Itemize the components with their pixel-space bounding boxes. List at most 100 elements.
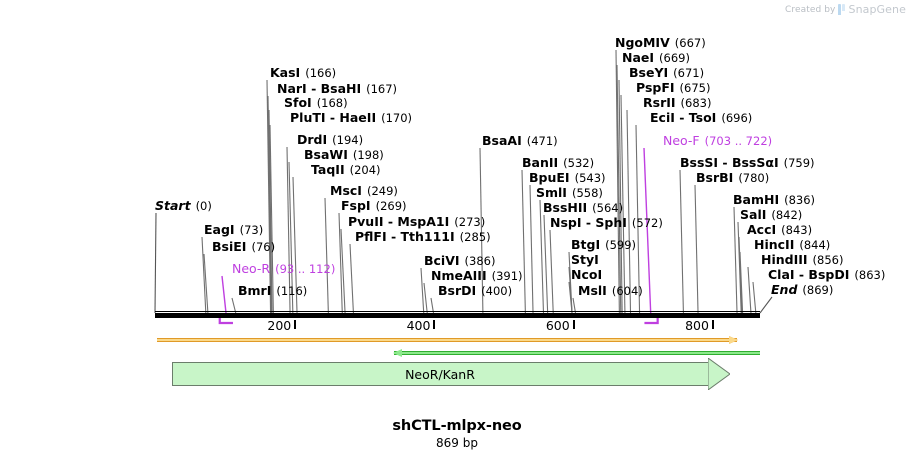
site-label-pvuii-mspa1i: PvuII - MspA1I(273) bbox=[348, 215, 485, 229]
site-label-smli: SmlI(558) bbox=[536, 186, 603, 200]
site-label-sali: SalI(842) bbox=[740, 208, 802, 222]
site-name: SmlI bbox=[536, 185, 567, 200]
site-name: Neo-R bbox=[232, 261, 271, 276]
site-name: PvuII - MspA1I bbox=[348, 214, 450, 229]
site-label-acci: AccI(843) bbox=[747, 223, 812, 237]
arrow-body bbox=[172, 362, 708, 386]
site-label-bsaai: BsaAI(471) bbox=[482, 134, 558, 148]
snapgene-watermark: Created by SnapGene bbox=[785, 3, 906, 16]
site-label-bsiei: BsiEI(76) bbox=[212, 240, 275, 254]
sequence-name: shCTL-mlpx-neo bbox=[392, 418, 522, 434]
site-label-nmeaiii: NmeAIII(391) bbox=[431, 269, 523, 283]
green-feature-arrow bbox=[393, 349, 760, 357]
site-position: (703 .. 722) bbox=[704, 134, 773, 148]
site-position: (599) bbox=[605, 238, 637, 252]
sequence-length: 869 bp bbox=[436, 436, 478, 450]
site-label-styi: StyI bbox=[571, 253, 599, 266]
site-name: BsrBI bbox=[696, 170, 734, 185]
site-label-naei: NaeI(669) bbox=[622, 51, 690, 65]
site-name: FspI bbox=[341, 198, 371, 213]
site-position: (604) bbox=[611, 284, 643, 298]
site-position: (532) bbox=[563, 156, 595, 170]
site-name: BseYI bbox=[629, 65, 669, 80]
site-label-neo-r: Neo-R(93 .. 112) bbox=[232, 262, 335, 276]
site-position: (564) bbox=[592, 201, 624, 215]
site-name: PflFI - Tth111I bbox=[355, 229, 455, 244]
site-position: (863) bbox=[854, 268, 886, 282]
site-position: (683) bbox=[680, 96, 712, 110]
arrow-head-icon bbox=[393, 349, 402, 357]
site-position: (572) bbox=[631, 216, 663, 230]
feature-arrow-label: NeoR/KanR bbox=[405, 366, 475, 382]
arrow-shaft bbox=[394, 351, 760, 355]
site-label-pluti-haeii: PluTI - HaeII(170) bbox=[290, 111, 412, 125]
arrow-head-icon bbox=[707, 357, 731, 391]
terminus-label-end: End(869) bbox=[771, 283, 833, 297]
site-position: (168) bbox=[316, 96, 348, 110]
site-label-bamhi: BamHI (836) bbox=[733, 193, 815, 207]
site-name: BssSI - BssSαI bbox=[680, 155, 779, 170]
site-name: StyI bbox=[571, 252, 599, 267]
ruler-tick bbox=[572, 320, 575, 329]
site-label-msci: MscI(249) bbox=[330, 184, 398, 198]
terminus-name: End bbox=[771, 282, 798, 297]
site-name: MscI bbox=[330, 183, 362, 198]
site-position: (167) bbox=[366, 82, 398, 96]
site-label-eagi: EagI(73) bbox=[204, 223, 263, 237]
terminus-position: (0) bbox=[195, 199, 212, 213]
arrow-shaft bbox=[157, 338, 737, 342]
site-name: EciI - TsoI bbox=[650, 110, 717, 125]
site-label-kasi: KasI(166) bbox=[270, 66, 336, 80]
site-position: (194) bbox=[332, 133, 364, 147]
site-name: BanII bbox=[522, 155, 559, 170]
site-position: (170) bbox=[381, 111, 413, 125]
site-label-msli: MslI (604) bbox=[578, 284, 643, 298]
site-name: DrdI bbox=[297, 132, 328, 147]
site-name: BamHI bbox=[733, 192, 780, 207]
site-label-fspi: FspI(269) bbox=[341, 199, 407, 213]
site-position: (204) bbox=[349, 163, 381, 177]
ruler-tick-label: 800 bbox=[685, 318, 709, 333]
site-position: (76) bbox=[251, 240, 276, 254]
site-name: NgoMIV bbox=[615, 35, 670, 50]
site-label-bsrdi: BsrDI(400) bbox=[438, 284, 512, 298]
site-name: BtgI bbox=[571, 237, 601, 252]
site-position: (759) bbox=[783, 156, 815, 170]
site-label-taqii: TaqII (204) bbox=[311, 163, 381, 177]
arrow-head-icon bbox=[729, 336, 738, 344]
site-position: (671) bbox=[673, 66, 705, 80]
ruler-tick bbox=[711, 320, 714, 329]
site-position: (842) bbox=[771, 208, 803, 222]
site-position: (391) bbox=[491, 269, 523, 283]
site-label-bsssi-bsss-i: BssSI - BssSαI (759) bbox=[680, 156, 815, 170]
site-label-pspfi: PspFI(675) bbox=[636, 81, 710, 95]
site-label-drdi: DrdI (194) bbox=[297, 133, 363, 147]
site-name: BsaAI bbox=[482, 133, 522, 148]
site-position: (285) bbox=[459, 230, 491, 244]
site-name: AccI bbox=[747, 222, 777, 237]
site-name: RsrII bbox=[643, 95, 676, 110]
ruler-tick-label: 600 bbox=[545, 318, 570, 333]
site-name: HincII bbox=[754, 237, 795, 252]
site-label-ncoi: NcoI bbox=[571, 268, 602, 281]
ruler-tick-label: 400 bbox=[406, 318, 431, 333]
site-label-nari-bsahi: NarI - BsaHI(167) bbox=[277, 82, 397, 96]
site-position: (667) bbox=[674, 36, 706, 50]
site-position: (836) bbox=[784, 193, 816, 207]
site-name: HindIII bbox=[761, 252, 808, 267]
site-label-clai-bspdi: ClaI - BspDI(863) bbox=[768, 268, 885, 282]
site-label-neo-f: Neo-F (703 .. 722) bbox=[663, 134, 772, 148]
site-name: SfoI bbox=[284, 95, 312, 110]
site-name: MslI bbox=[578, 283, 607, 298]
site-position: (675) bbox=[679, 81, 711, 95]
site-name: BmrI bbox=[238, 283, 272, 298]
site-position: (780) bbox=[738, 171, 770, 185]
site-label-bsawi: BsaWI(198) bbox=[304, 148, 384, 162]
watermark-brand: SnapGene bbox=[848, 3, 906, 16]
site-name: Neo-F bbox=[663, 133, 700, 148]
site-name: TaqII bbox=[311, 162, 345, 177]
terminus-label-start: Start(0) bbox=[155, 199, 212, 213]
site-label-hindiii: HindIII(856) bbox=[761, 253, 843, 267]
site-position: (696) bbox=[721, 111, 753, 125]
